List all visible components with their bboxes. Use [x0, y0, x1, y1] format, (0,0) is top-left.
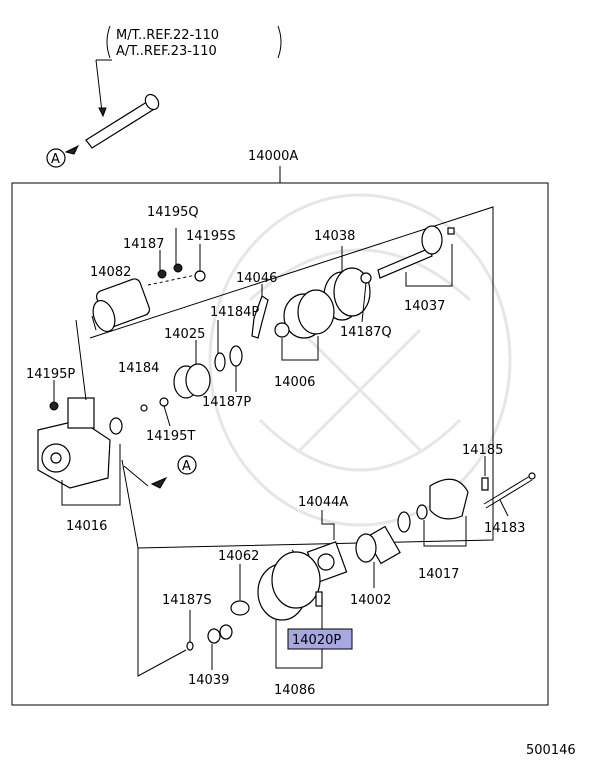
label-14187Q: 14187Q	[340, 325, 392, 340]
ref-line-at: A/T..REF.23-110	[116, 44, 217, 59]
label-14002: 14002	[350, 593, 391, 608]
label-14185: 14185	[462, 443, 503, 458]
shaft-14037	[377, 225, 455, 279]
label-14046: 14046	[236, 271, 277, 286]
label-14062: 14062	[218, 549, 259, 564]
highlight-box-14020P	[287, 628, 353, 650]
label-14187: 14187	[123, 237, 164, 252]
label-14183: 14183	[484, 521, 525, 536]
label-14082: 14082	[90, 265, 131, 280]
label-14039: 14039	[188, 673, 229, 688]
assembly-frame	[11, 182, 549, 706]
label-14184P: 14184P	[210, 305, 259, 320]
armature-14002	[355, 511, 411, 565]
label-14195T: 14195T	[146, 429, 195, 444]
housing-14016	[37, 397, 123, 489]
label-14016: 14016	[66, 519, 107, 534]
label-14025: 14025	[164, 327, 205, 342]
label-14000A: 14000A	[248, 149, 298, 164]
reference-note: M/T..REF.22-110 A/T..REF.23-110	[96, 25, 282, 61]
solenoid-14082	[91, 278, 151, 333]
label-14195S: 14195S	[186, 229, 236, 244]
label-14184: 14184	[118, 361, 159, 376]
drive-14025	[173, 345, 243, 399]
yoke-14086	[257, 551, 323, 621]
diagram-id: 500146	[526, 743, 576, 758]
label-14187S: 14187S	[162, 593, 212, 608]
label-14044A: 14044A	[298, 495, 348, 510]
carrier-14006	[274, 289, 335, 339]
label-14187P: 14187P	[202, 395, 251, 410]
label-14037: 14037	[404, 299, 445, 314]
callout-a-mid-text: A	[182, 459, 191, 474]
label-14017: 14017	[418, 567, 459, 582]
label-14020P[interactable]: 14020P	[292, 633, 341, 648]
label-14195P: 14195P	[26, 367, 75, 382]
end-frame-14017	[416, 478, 469, 520]
label-14038: 14038	[314, 229, 355, 244]
bolt-14183	[483, 475, 531, 505]
ref-line-mt: M/T..REF.22-110	[116, 28, 219, 43]
label-14006: 14006	[274, 375, 315, 390]
callout-a-mid: A	[177, 455, 197, 475]
label-14086: 14086	[274, 683, 315, 698]
callout-a-top: A	[46, 144, 80, 168]
plate-14062	[230, 600, 250, 616]
label-14195Q: 14195Q	[147, 205, 199, 220]
long-bolt	[85, 93, 160, 149]
watermark-logo	[208, 193, 512, 527]
callout-a-top-text: A	[51, 152, 60, 167]
